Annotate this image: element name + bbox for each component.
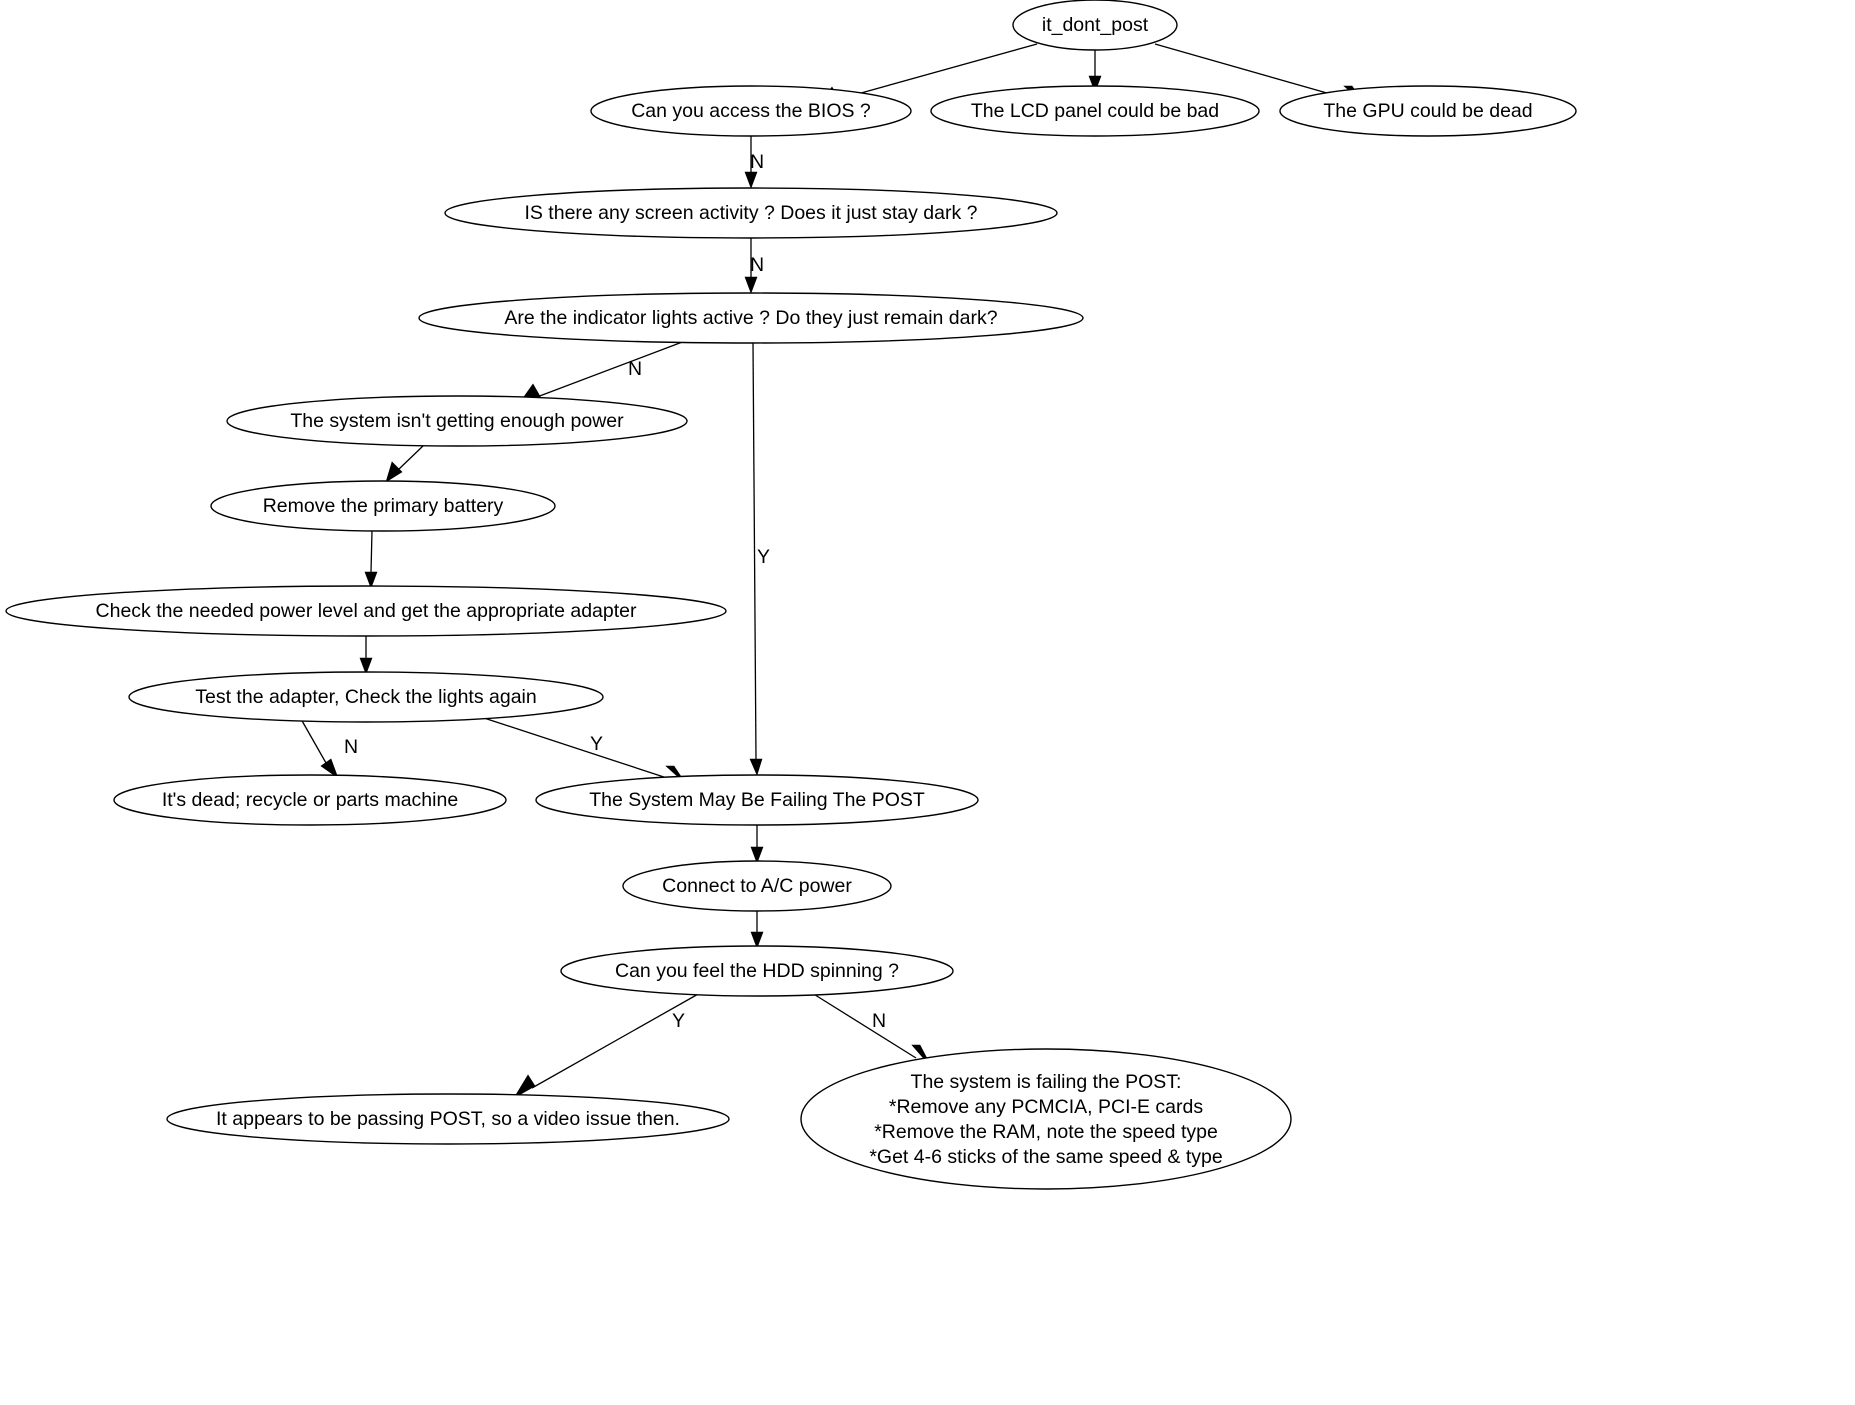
node-gpu-could-be-dead[interactable]: The GPU could be dead: [1279, 85, 1577, 137]
node-lcd-panel-could-be-bad[interactable]: The LCD panel could be bad: [930, 85, 1260, 137]
edge-label-hdd-failing: N: [872, 1010, 886, 1032]
edge-lights-to-post: [749, 342, 763, 776]
edge-label-layer: N N N Y N Y Y N: [344, 151, 886, 1032]
node-check-power-level[interactable]: Check the needed power level and get the…: [5, 585, 727, 637]
edge-label-hdd-video: Y: [672, 1010, 685, 1032]
node-remove-primary-battery[interactable]: Remove the primary battery: [210, 480, 556, 532]
node-label-lcd-panel-could-be-bad: The LCD panel could be bad: [971, 100, 1219, 122]
node-label-indicator-lights: Are the indicator lights active ? Do the…: [504, 307, 997, 329]
node-label-system-may-be-failing-post: The System May Be Failing The POST: [589, 789, 925, 811]
node-it-dont-post[interactable]: it_dont_post: [1012, 0, 1178, 51]
edge-label-screen-lights: N: [750, 254, 764, 276]
edge-bios-to-screen: [744, 136, 758, 189]
node-label-failing-post-line-1: The system is failing the POST:: [911, 1071, 1182, 1093]
edge-layer: [300, 43, 1365, 1099]
edge-adapter-to-test: [359, 636, 373, 675]
node-label-can-you-access-the-bios: Can you access the BIOS ?: [631, 100, 871, 122]
node-label-check-power-level: Check the needed power level and get the…: [96, 600, 637, 622]
node-system-may-be-failing-post[interactable]: The System May Be Failing The POST: [535, 774, 979, 826]
node-label-it-dont-post: it_dont_post: [1042, 14, 1149, 36]
edge-lights-to-power: [520, 340, 686, 402]
edge-test-to-post: [483, 717, 687, 785]
node-screen-activity[interactable]: IS there any screen activity ? Does it j…: [444, 187, 1058, 239]
node-passing-post-video-issue[interactable]: It appears to be passing POST, so a vide…: [166, 1093, 730, 1145]
edge-test-to-dead: [300, 718, 339, 779]
edge-battery-to-adapter: [364, 530, 378, 589]
edge-screen-to-lights: [744, 238, 758, 294]
node-label-hdd-spinning: Can you feel the HDD spinning ?: [615, 960, 899, 982]
node-system-failing-post-steps[interactable]: The system is failing the POST: *Remove …: [800, 1048, 1292, 1190]
node-label-failing-post-line-2: *Remove any PCMCIA, PCI-E cards: [889, 1096, 1204, 1118]
node-label-test-adapter: Test the adapter, Check the lights again: [195, 686, 536, 708]
edge-label-lights-power: N: [628, 358, 642, 380]
node-label-remove-primary-battery: Remove the primary battery: [263, 495, 504, 517]
node-label-gpu-could-be-dead: The GPU could be dead: [1323, 100, 1532, 122]
node-can-you-access-the-bios[interactable]: Can you access the BIOS ?: [590, 85, 912, 137]
edge-power-to-battery: [385, 444, 425, 483]
edge-root-to-lcd: [1088, 50, 1102, 93]
edge-ac-to-hdd: [750, 911, 764, 949]
node-connect-to-ac-power[interactable]: Connect to A/C power: [622, 860, 892, 912]
node-hdd-spinning[interactable]: Can you feel the HDD spinning ?: [560, 945, 954, 997]
node-label-passing-post-video-issue: It appears to be passing POST, so a vide…: [216, 1108, 680, 1130]
node-indicator-lights[interactable]: Are the indicator lights active ? Do the…: [418, 292, 1084, 344]
edge-label-bios-screen: N: [750, 151, 764, 173]
node-label-not-enough-power: The system isn't getting enough power: [290, 410, 624, 432]
node-label-failing-post-line-4: *Get 4-6 sticks of the same speed & type: [869, 1146, 1222, 1168]
node-label-connect-to-ac-power: Connect to A/C power: [662, 875, 852, 897]
edge-label-lights-post: Y: [757, 546, 770, 568]
node-layer: it_dont_post Can you access the BIOS ? T…: [5, 0, 1577, 1190]
edge-label-test-dead: N: [344, 736, 358, 758]
node-not-enough-power[interactable]: The system isn't getting enough power: [226, 395, 688, 447]
node-test-adapter[interactable]: Test the adapter, Check the lights again: [128, 671, 604, 723]
edge-post-to-ac: [750, 825, 764, 864]
node-label-its-dead-recycle: It's dead; recycle or parts machine: [162, 789, 458, 811]
edge-label-test-post: Y: [590, 733, 603, 755]
node-label-screen-activity: IS there any screen activity ? Does it j…: [524, 202, 977, 224]
edge-hdd-to-video: [513, 992, 701, 1099]
node-its-dead-recycle[interactable]: It's dead; recycle or parts machine: [113, 774, 507, 826]
node-label-failing-post-line-3: *Remove the RAM, note the speed type: [874, 1121, 1218, 1143]
